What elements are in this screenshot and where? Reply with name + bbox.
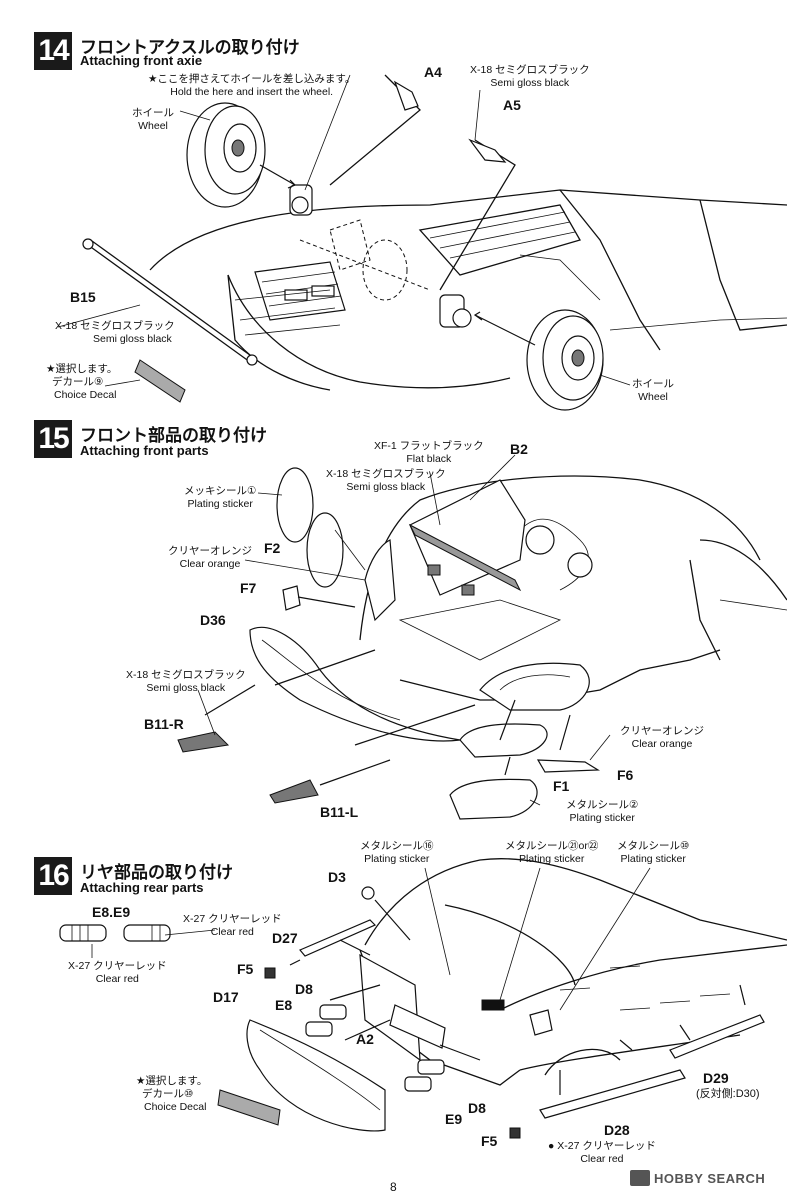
part-b15-label: B15 [70, 289, 96, 305]
part-d8b-label: D8 [468, 1100, 486, 1116]
paint-note-x18-b11: X-18 セミグロスブラック Semi gloss black [126, 669, 246, 694]
part-a2-label: A2 [356, 1031, 374, 1047]
metal-sticker-2: メタルシール② Plating sticker [566, 799, 639, 824]
part-f5b-label: F5 [481, 1133, 498, 1149]
part-d36-label: D36 [200, 612, 226, 628]
clear-orange-note-f6: クリヤーオレンジ Clear orange [620, 725, 704, 750]
wheel-label-right: ホイール Wheel [632, 378, 674, 403]
rear-parts-drawing [59, 858, 787, 1139]
watermark-text: HOBBY SEARCH [654, 1171, 766, 1186]
paint-note-x27-f5: ● X-27 クリヤーレッド Clear red [548, 1140, 656, 1165]
part-f5-label: F5 [237, 961, 254, 977]
part-b2-label: B2 [510, 441, 528, 457]
part-b11l-label: B11-L [320, 804, 359, 820]
part-e8e9-label: E8.E9 [92, 904, 131, 920]
part-d17-label: D17 [213, 989, 239, 1005]
step-15-title-en: Attaching front parts [80, 443, 209, 458]
step-14-title-ja: フロントアクスルの取り付け [80, 38, 300, 57]
step-15-title-ja: フロント部品の取り付け [80, 426, 267, 445]
clear-orange-note: クリヤーオレンジ Clear orange [168, 545, 252, 570]
choice-decal-10: ★選択します。 デカール⑩ Choice Decal [136, 1075, 208, 1113]
paint-note-x18-b2: X-18 セミグロスブラック Semi gloss black [326, 468, 446, 493]
page-number: 8 [390, 1180, 397, 1194]
part-d28-label: D28 [604, 1122, 630, 1138]
front-parts-drawing [177, 454, 787, 820]
paint-note-a4: X-18 セミグロスブラック Semi gloss black [470, 64, 590, 89]
part-d30-label: (反対側:D30) [696, 1088, 760, 1100]
metal-sticker-16: メタルシール⑯ Plating sticker [360, 840, 434, 865]
hold-note: ★ここを押さえてホイールを差し込みます。 Hold the here and i… [148, 73, 356, 98]
part-f2-label: F2 [264, 540, 281, 556]
wheel-right-drawing [526, 309, 604, 411]
part-b11r-label: B11-R [144, 716, 184, 732]
wheel-left-drawing [186, 102, 266, 208]
part-e9-label: E9 [445, 1111, 463, 1127]
part-d27-label: D27 [272, 930, 298, 946]
part-f6-label: F6 [617, 767, 634, 783]
paint-note-x27-d27: X-27 クリヤーレッド Clear red [183, 913, 282, 938]
paint-note-x27-e8e9: X-27 クリヤーレッド Clear red [68, 960, 167, 985]
front-axle-drawing [57, 74, 787, 411]
part-a5-label: A5 [503, 97, 521, 113]
plating-sticker-1: メッキシール① Plating sticker [184, 485, 257, 510]
paint-note-xf1: XF-1 フラットブラック Flat black [374, 440, 484, 465]
step-16-title-en: Attaching rear parts [80, 880, 204, 895]
step-14-title-en: Attaching front axie [80, 53, 203, 68]
step-16-title-ja: リヤ部品の取り付け [80, 863, 233, 882]
part-f1-label: F1 [553, 778, 570, 794]
step-16-number: 16 [34, 857, 72, 895]
part-d29-label: D29 [703, 1070, 729, 1086]
part-d8-label: D8 [295, 981, 313, 997]
watermark-logo [630, 1170, 650, 1186]
step-14-number: 14 [34, 32, 72, 70]
step-15-number: 15 [34, 420, 72, 458]
part-f7-label: F7 [240, 580, 257, 596]
part-d3-label: D3 [328, 869, 346, 885]
wheel-label-left: ホイール Wheel [132, 107, 174, 132]
metal-sticker-21-22: メタルシール㉑or㉒ Plating sticker [505, 840, 599, 865]
paint-note-b15: X-18 セミグロスブラック Semi gloss black [55, 320, 175, 345]
part-e8-label: E8 [275, 997, 293, 1013]
choice-decal-9: ★選択します。 デカール⑨ Choice Decal [46, 363, 118, 401]
part-a4-label: A4 [424, 64, 442, 80]
metal-sticker-10: メタルシール⑩ Plating sticker [617, 840, 690, 865]
